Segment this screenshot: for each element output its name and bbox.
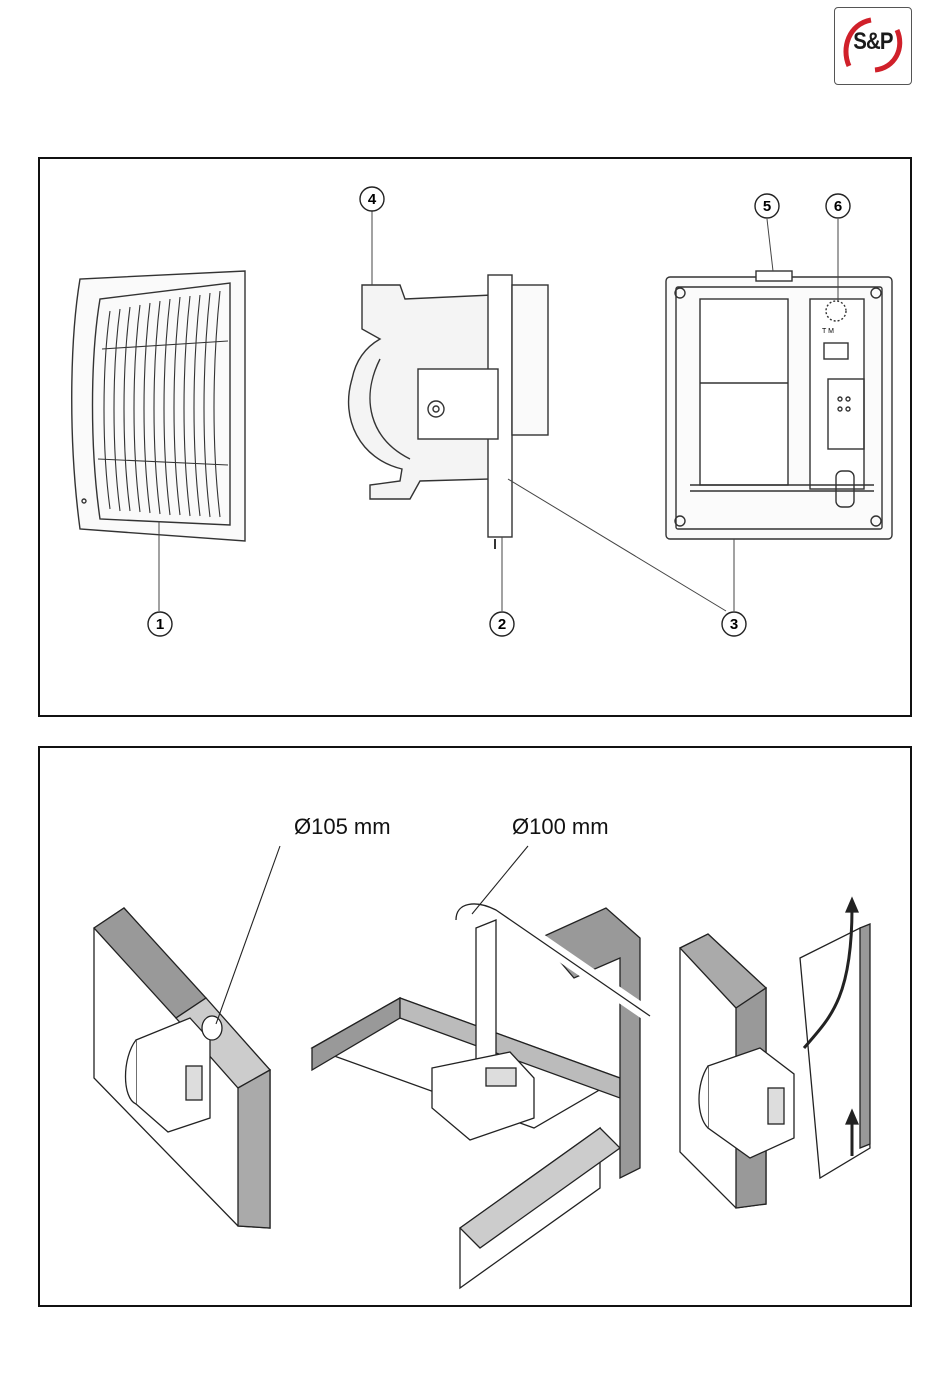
installation-drawing	[40, 748, 914, 1309]
callout-1: 1	[148, 612, 172, 636]
components-figure-panel: 1 2 3 4 5 6 T M	[38, 157, 912, 717]
svg-text:1: 1	[156, 616, 164, 633]
front-grille-drawing	[72, 271, 245, 541]
callout-6: 6	[826, 194, 850, 218]
svg-text:6: 6	[834, 198, 842, 215]
callout-2: 2	[490, 612, 514, 636]
ceiling-duct-drawing	[312, 904, 650, 1288]
svg-text:4: 4	[368, 191, 377, 208]
switch-label: T M	[822, 328, 834, 335]
rear-view-drawing	[666, 271, 892, 539]
brand-logo: S&P	[834, 7, 912, 85]
installation-figure-panel: Ø105 mm Ø100 mm	[38, 746, 912, 1307]
svg-text:2: 2	[498, 616, 506, 633]
callout-5: 5	[755, 194, 779, 218]
callout-3: 3	[722, 612, 746, 636]
wall-flow-drawing	[680, 898, 870, 1208]
callout-4: 4	[360, 187, 384, 211]
fan-body-side-drawing	[349, 275, 548, 549]
dimension-label-105: Ø105 mm	[294, 814, 391, 840]
dimension-label-100: Ø100 mm	[512, 814, 609, 840]
svg-text:3: 3	[730, 616, 738, 633]
svg-text:5: 5	[763, 198, 771, 215]
wall-mount-drawing	[94, 908, 270, 1228]
logo-text: S&P	[841, 28, 906, 56]
components-drawing: 1 2 3 4 5 6 T M	[40, 159, 914, 719]
